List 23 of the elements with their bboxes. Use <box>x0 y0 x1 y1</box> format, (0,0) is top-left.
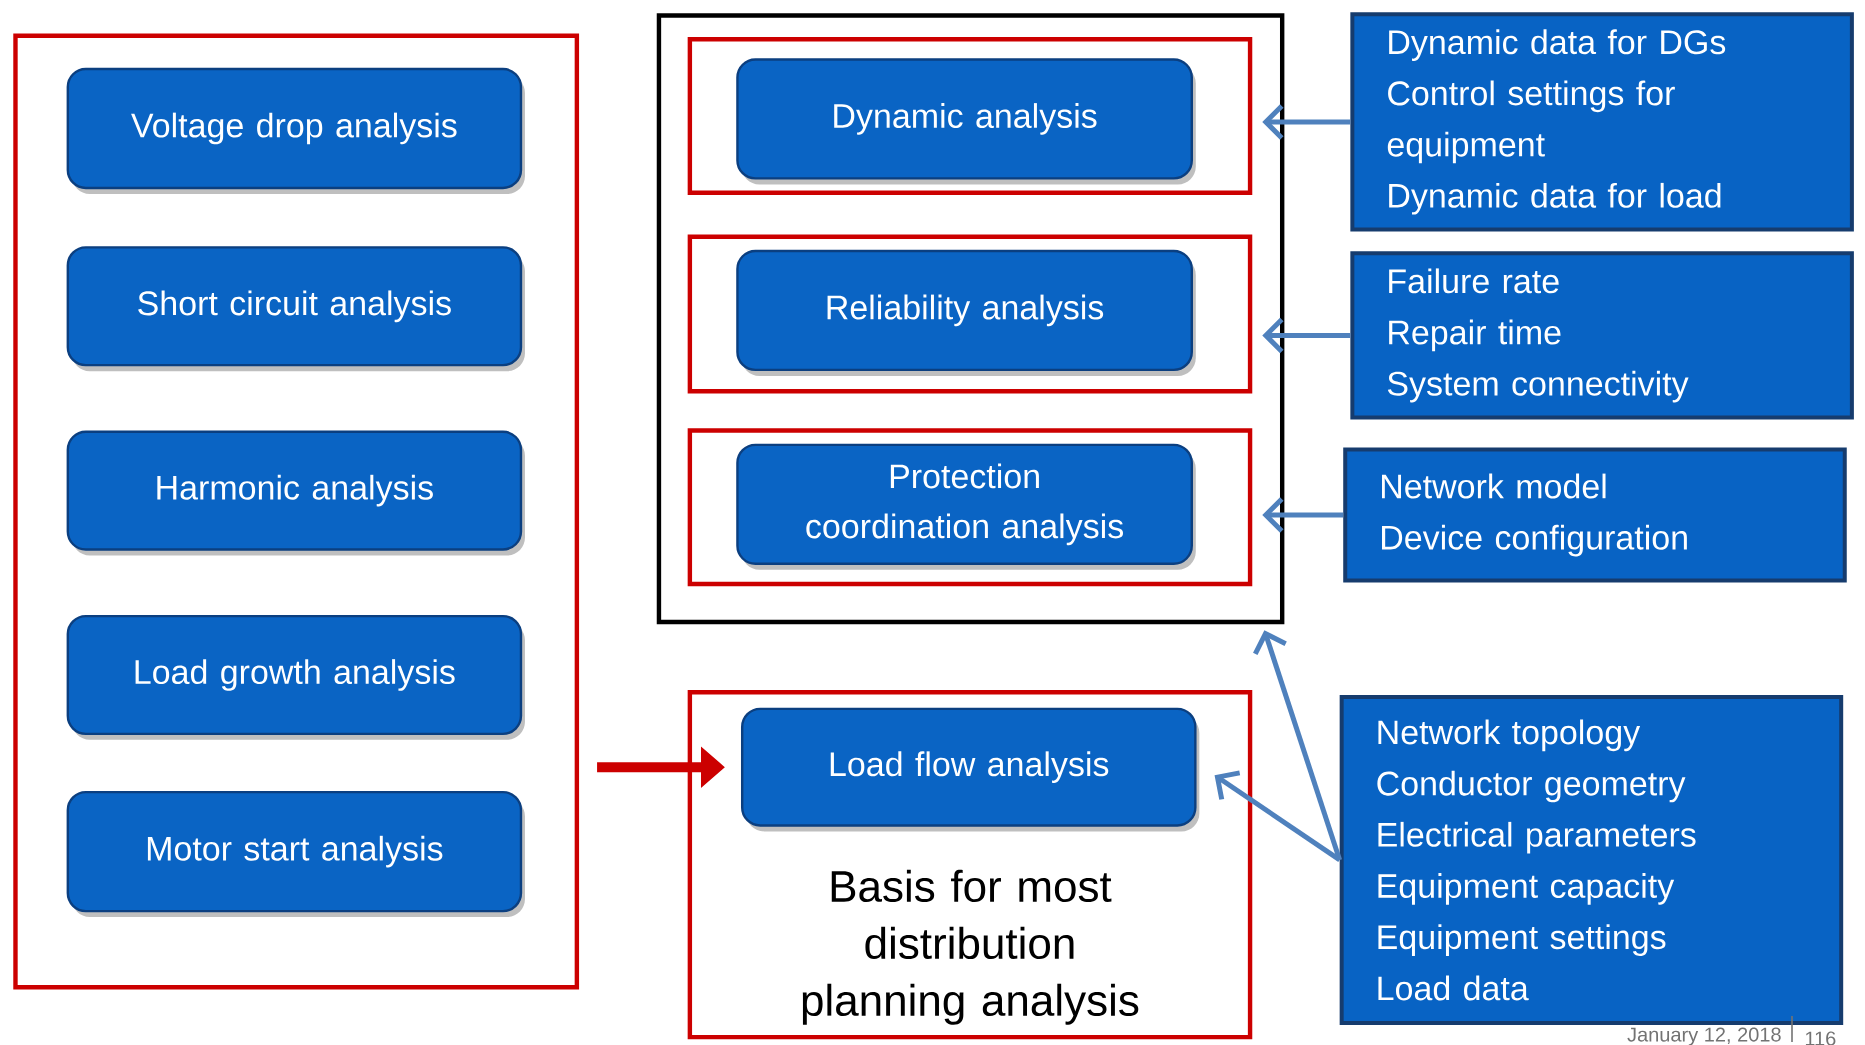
data-box: Failure rate Repair time System connectivity <box>1350 251 1854 420</box>
analysis-button: Voltage drop analysis <box>66 67 525 194</box>
analysis-button: Motor start analysis <box>66 790 525 918</box>
arrow <box>1262 317 1351 354</box>
arrow <box>1262 104 1351 140</box>
analysis-button: Short circuit analysis <box>66 246 525 372</box>
frame-box <box>687 428 1253 587</box>
analysis-button: Load growth analysis <box>66 614 525 740</box>
analysis-button: Reliability analysis <box>736 249 1196 376</box>
frame-box <box>13 33 580 990</box>
arrow <box>1253 630 1343 861</box>
frame-box <box>687 37 1253 195</box>
data-box: Network model Device configuration <box>1343 447 1847 583</box>
analysis-button: Dynamic analysis <box>736 58 1196 185</box>
analysis-button: Load flow analysis <box>741 707 1200 832</box>
data-box: Dynamic data for DGs Control settings for equipment Dynamic data for load <box>1350 12 1854 232</box>
data-box: Network topology Conductor geometry Electrical parameters Equipment capacity Equipment settings Load data <box>1339 695 1844 1025</box>
arrow <box>1262 497 1344 533</box>
analysis-button: Harmonic analysis <box>66 430 525 556</box>
outer-frame <box>656 13 1285 625</box>
arrow <box>1214 770 1342 862</box>
frame-box <box>687 234 1253 394</box>
analysis-button: Protection coordination analysis <box>736 443 1196 570</box>
